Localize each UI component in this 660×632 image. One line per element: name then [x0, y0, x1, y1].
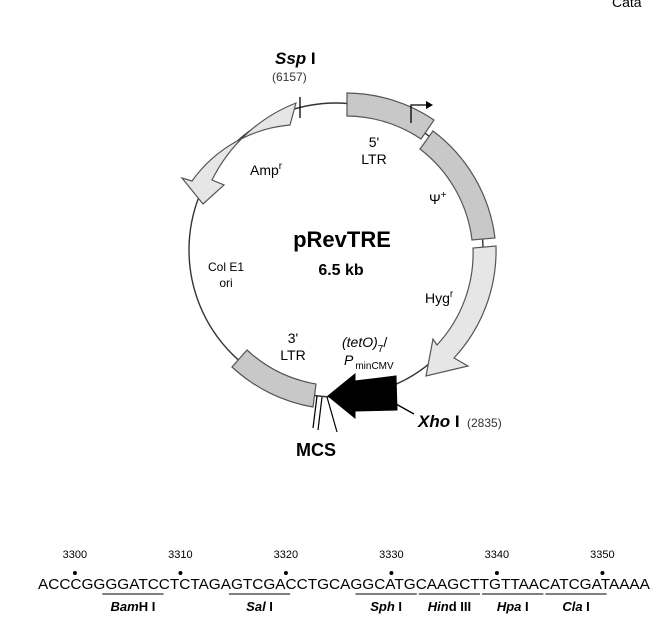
mcs-sequence: ACCCGGGGATCCTCTAGAGTCGACCTGCAGGCATGCAAGC…	[38, 577, 650, 593]
enzyme-label: BamH I	[111, 599, 156, 614]
ssp-site-label: Ssp I	[275, 49, 316, 68]
enzyme-label: Cla I	[562, 599, 589, 614]
sequence-position-dot	[283, 571, 288, 575]
enzyme-label: Hpa I	[497, 599, 529, 614]
sequence-number: 3320	[274, 549, 298, 561]
corner-text: Cata	[612, 0, 642, 10]
sequence-position-dot	[178, 571, 183, 575]
three-ltr-label-2: LTR	[280, 347, 305, 363]
enzyme-labels: BamH I Sal I Sph I Hind III Hpa I Cla I	[111, 599, 590, 614]
enzyme-label: Hind III	[428, 599, 471, 614]
transcription-start-arrowhead	[426, 101, 433, 109]
sequence-position-dots	[72, 571, 605, 575]
sequence-number: 3350	[590, 549, 614, 561]
hyg-arrow	[425, 245, 497, 377]
mcs-line-2	[317, 396, 323, 431]
xho-site-position: (2835)	[467, 416, 502, 430]
three-ltr-segment	[231, 349, 317, 408]
plasmid-map: Ssp I (6157) Xho I (2835) pRevTRE 6.5 kb…	[180, 49, 502, 460]
sequence-position-dot	[494, 571, 499, 575]
amp-label: Ampr	[250, 161, 283, 178]
enzyme-label: Sal I	[246, 599, 273, 614]
ssp-site-position: (6157)	[272, 70, 307, 84]
plasmid-name: pRevTRE	[293, 227, 391, 252]
cole1-label-1: Col E1	[208, 260, 244, 274]
cole1-label-2: ori	[219, 276, 232, 290]
mcs-label: MCS	[296, 440, 336, 460]
sequence-number: 3310	[168, 549, 192, 561]
xho-site-label: Xho I	[417, 412, 460, 431]
sequence-position-dot	[389, 571, 394, 575]
amp-arrow	[180, 102, 297, 205]
mcs-line-3	[326, 396, 338, 433]
sequence-position-dot	[72, 571, 77, 575]
sequence-number: 3330	[379, 549, 403, 561]
tet-promoter-arrow	[327, 372, 398, 420]
sequence-number: 3340	[485, 549, 509, 561]
sequence-number: 3300	[63, 549, 87, 561]
transcription-start-arrow	[410, 104, 426, 123]
xho-site-tick	[395, 403, 415, 415]
psi-label: Ψ+	[429, 190, 447, 207]
sequence-position-numbers: 3300 3310 3320 3330 3340 3350	[63, 549, 615, 561]
mcs-sequence-panel: 3300 3310 3320 3330 3340 3350 ACCCGGGGATCCTCT…	[38, 549, 650, 614]
mcs-line-1	[312, 395, 318, 429]
three-ltr-label-1: 3'	[288, 330, 298, 346]
five-ltr-segment	[346, 92, 435, 140]
five-ltr-label-1: 5'	[369, 134, 379, 150]
plasmid-size: 6.5 kb	[318, 262, 364, 279]
five-ltr-label-2: LTR	[361, 151, 386, 167]
sequence-position-dot	[600, 571, 605, 575]
enzyme-label: Sph I	[370, 599, 402, 614]
hyg-label: Hygr	[425, 289, 454, 306]
psi-segment	[419, 130, 496, 241]
tet-operator-label: (tetO)7/	[342, 334, 387, 355]
